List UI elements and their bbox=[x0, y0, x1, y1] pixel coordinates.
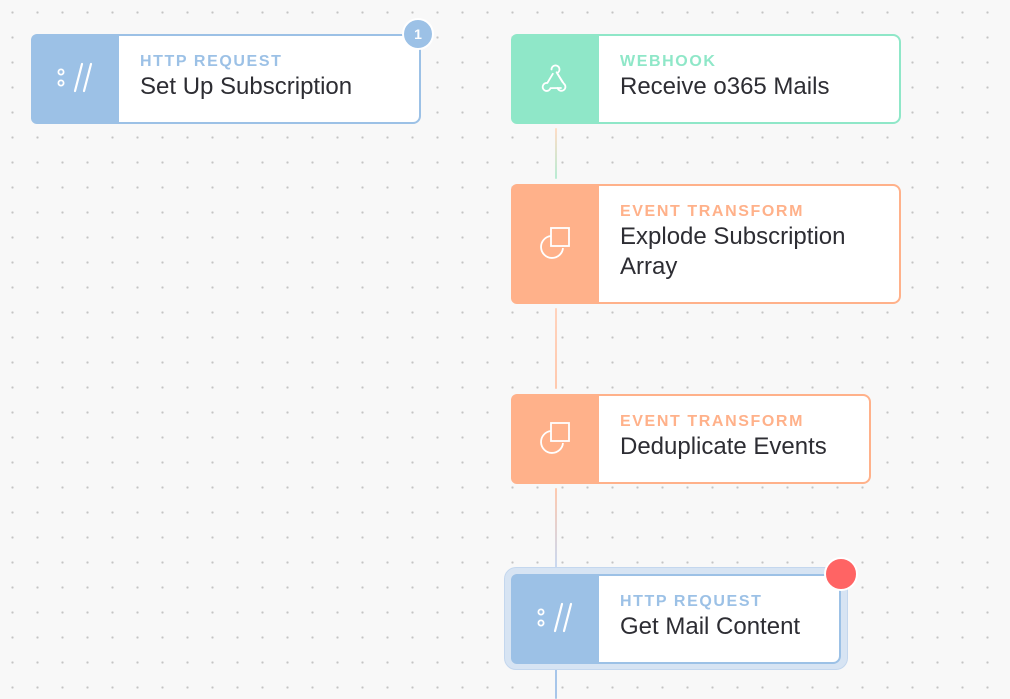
node-icon-panel bbox=[511, 394, 599, 484]
connector-webhook-to-explode bbox=[555, 128, 557, 179]
node-icon-panel bbox=[511, 34, 599, 124]
error-indicator-badge[interactable] bbox=[824, 557, 858, 591]
node-title: Deduplicate Events bbox=[620, 433, 827, 460]
node-icon-panel bbox=[511, 184, 599, 304]
node-explode-subscription-array[interactable]: EVENT TRANSFORM Explode Subscription Arr… bbox=[511, 184, 901, 304]
webhook-icon bbox=[538, 63, 572, 95]
node-kind-label: HTTP REQUEST bbox=[620, 593, 763, 610]
node-text: EVENT TRANSFORM Deduplicate Events bbox=[599, 396, 869, 482]
connector-explode-to-dedupe bbox=[555, 308, 557, 389]
node-deduplicate-events[interactable]: EVENT TRANSFORM Deduplicate Events bbox=[511, 394, 871, 484]
node-title: Receive o365 Mails bbox=[620, 73, 830, 100]
node-icon-panel bbox=[511, 574, 599, 664]
http-request-icon bbox=[55, 61, 95, 97]
node-text: EVENT TRANSFORM Explode Subscription Arr… bbox=[599, 186, 899, 302]
connector-dedupe-to-get-mail bbox=[555, 488, 557, 569]
node-title: Get Mail Content bbox=[620, 613, 801, 640]
node-text: WEBHOOK Receive o365 Mails bbox=[599, 36, 899, 122]
event-count-badge[interactable]: 1 bbox=[402, 18, 434, 50]
node-kind-label: HTTP REQUEST bbox=[140, 53, 283, 70]
node-get-mail-content[interactable]: HTTP REQUEST Get Mail Content bbox=[511, 574, 841, 664]
connector-get-mail-to-next bbox=[555, 668, 557, 699]
event-count-value: 1 bbox=[414, 26, 422, 42]
node-kind-label: WEBHOOK bbox=[620, 53, 717, 70]
node-text: HTTP REQUEST Get Mail Content bbox=[599, 576, 839, 662]
node-text: HTTP REQUEST Set Up Subscription bbox=[119, 36, 419, 122]
node-set-up-subscription[interactable]: HTTP REQUEST Set Up Subscription bbox=[31, 34, 421, 124]
node-title: Explode Subscription Array bbox=[620, 223, 846, 280]
node-kind-label: EVENT TRANSFORM bbox=[620, 203, 804, 220]
http-request-icon bbox=[535, 601, 575, 637]
node-kind-label: EVENT TRANSFORM bbox=[620, 413, 804, 430]
event-transform-icon bbox=[537, 226, 573, 262]
node-title: Set Up Subscription bbox=[140, 73, 353, 100]
event-transform-icon bbox=[537, 421, 573, 457]
node-receive-o365-mails[interactable]: WEBHOOK Receive o365 Mails bbox=[511, 34, 901, 124]
node-icon-panel bbox=[31, 34, 119, 124]
